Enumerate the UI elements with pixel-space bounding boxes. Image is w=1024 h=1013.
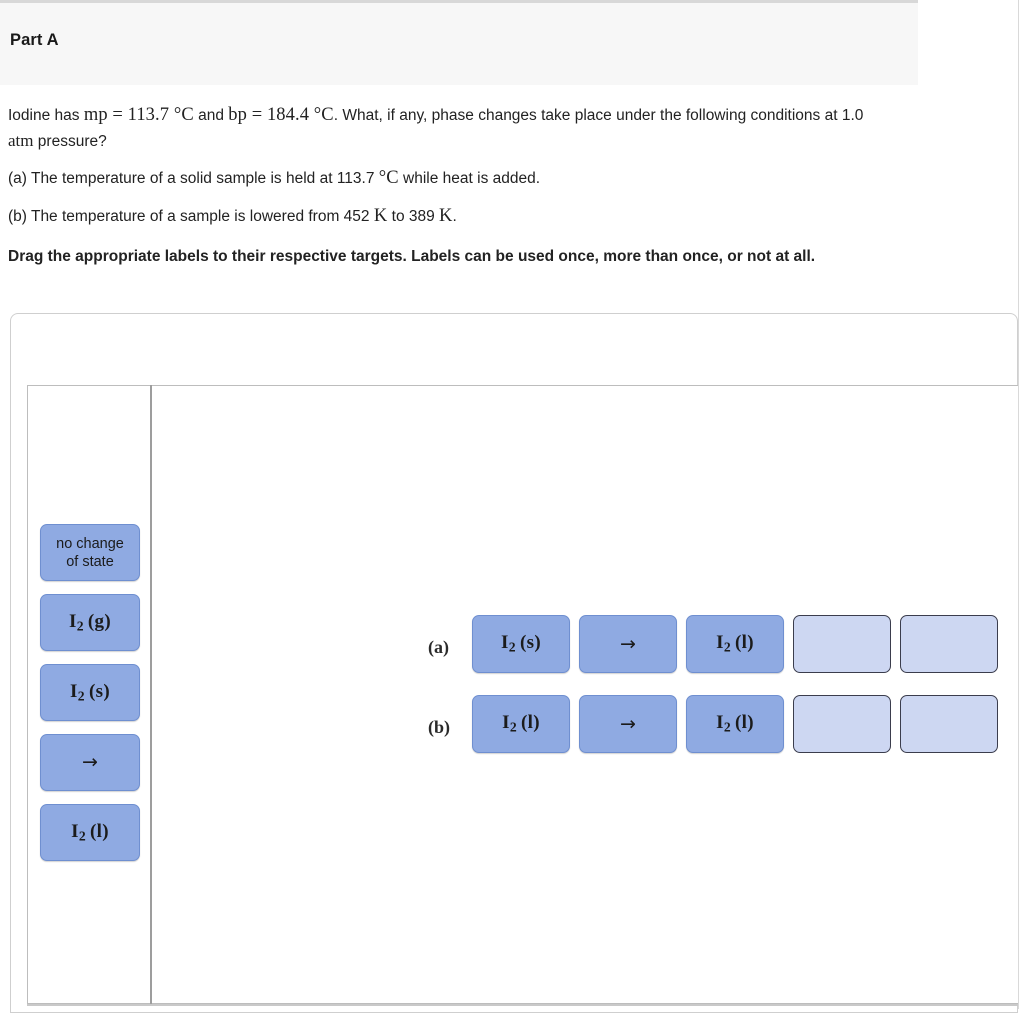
formula-element: I (68, 610, 77, 632)
part-header: Part A (0, 3, 918, 85)
formula-element: I (71, 820, 79, 842)
arrow-icon: → (620, 632, 636, 655)
stem-text-pre: Iodine has (8, 107, 84, 124)
formula-element: I (502, 712, 510, 734)
drop-target-empty[interactable] (793, 615, 891, 673)
question-item-b: (b) The temperature of a sample is lower… (8, 204, 893, 230)
question-stem: Iodine has mp = 113.7 °C and bp = 184.4 … (8, 103, 893, 154)
palette-label-i2-s[interactable]: I2 (s) (40, 664, 140, 721)
formula-element: I (716, 632, 724, 654)
item-a-math-celsius: °C (378, 168, 399, 188)
drop-target-empty[interactable] (793, 695, 891, 753)
item-b-math-kelvin-1: K (373, 205, 388, 226)
stem-math-mp: mp = 113.7 °C (83, 105, 194, 125)
palette-label-i2-l-formula: I2 (l) (71, 821, 109, 844)
question-item-a: (a) The temperature of a solid sample is… (8, 166, 893, 192)
inner-panel-bottom-shadow (27, 1004, 1018, 1006)
page-title: Part A (10, 31, 59, 49)
stem-text-end: pressure? (33, 132, 107, 150)
drop-target-filled[interactable]: I2 (s) (472, 615, 570, 673)
stem-math-atm: atm (8, 130, 34, 150)
answer-slot-group: I2 (l)→I2 (l) (472, 695, 1007, 753)
drop-target-empty[interactable] (900, 695, 998, 753)
label-line-2: of state (66, 553, 114, 570)
formula-state: (g) (83, 610, 111, 632)
item-a-text-post: while heat is added. (398, 170, 541, 187)
stem-math-bp: bp = 184.4 °C (228, 105, 334, 125)
top-rule (0, 0, 918, 3)
item-a-text-pre: (a) The temperature of a solid sample is… (8, 170, 379, 187)
stem-text-mid: and (193, 107, 229, 124)
answer-slot-group: I2 (s)→I2 (l) (472, 615, 1007, 673)
palette-label-i2-g-formula: I2 (g) (69, 611, 111, 634)
question-body: Iodine has mp = 113.7 °C and bp = 184.4 … (8, 103, 893, 281)
item-b-text-post: . (452, 207, 457, 225)
drop-target-0-2-formula: I2 (l) (716, 632, 754, 655)
formula-subscript: 2 (76, 618, 84, 634)
arrow-icon: → (82, 751, 98, 773)
answer-row-label: (a) (428, 637, 449, 657)
palette-label-arrow[interactable]: → (40, 734, 140, 791)
formula-subscript: 2 (78, 828, 86, 844)
formula-subscript: 2 (723, 639, 731, 655)
drag-instruction: Drag the appropriate labels to their res… (8, 248, 816, 265)
stem-text-post: . What, if any, phase changes take place… (333, 107, 864, 124)
drop-target-filled[interactable]: → (579, 695, 677, 753)
palette-label-i2-g[interactable]: I2 (g) (40, 594, 140, 651)
formula-element: I (716, 712, 724, 734)
drag-drop-inner-panel (27, 385, 1018, 1004)
page-right-border (1018, 0, 1019, 1009)
palette-label-i2-s-formula: I2 (s) (70, 681, 110, 704)
label-line-1: no change (56, 535, 124, 552)
formula-subscript: 2 (723, 719, 731, 735)
arrow-icon: → (620, 712, 636, 735)
drop-target-filled[interactable]: I2 (l) (686, 615, 784, 673)
drop-target-empty[interactable] (900, 615, 998, 673)
answer-row-label: (b) (428, 717, 450, 737)
formula-state: (l) (730, 712, 754, 734)
formula-state: (l) (516, 712, 540, 734)
drop-target-1-2-formula: I2 (l) (716, 712, 754, 735)
item-b-text-mid: to 389 (387, 207, 440, 225)
formula-state: (l) (730, 632, 754, 654)
formula-state: (s) (515, 632, 541, 654)
drop-target-1-0-formula: I2 (l) (502, 712, 540, 735)
item-b-math-kelvin-2: K (439, 205, 453, 226)
drop-target-0-0-formula: I2 (s) (501, 632, 541, 655)
formula-element: I (501, 632, 509, 654)
formula-subscript: 2 (77, 688, 85, 704)
formula-state: (s) (84, 680, 110, 702)
drop-target-filled[interactable]: I2 (l) (686, 695, 784, 753)
formula-state: (l) (85, 820, 109, 842)
formula-subscript: 2 (509, 719, 517, 735)
item-b-text-pre: (b) The temperature of a sample is lower… (8, 207, 374, 225)
palette-divider (150, 385, 152, 1004)
formula-subscript: 2 (508, 639, 516, 655)
drop-target-filled[interactable]: I2 (l) (472, 695, 570, 753)
formula-element: I (70, 680, 78, 702)
drop-target-filled[interactable]: → (579, 615, 677, 673)
palette-label-i2-l[interactable]: I2 (l) (40, 804, 140, 861)
